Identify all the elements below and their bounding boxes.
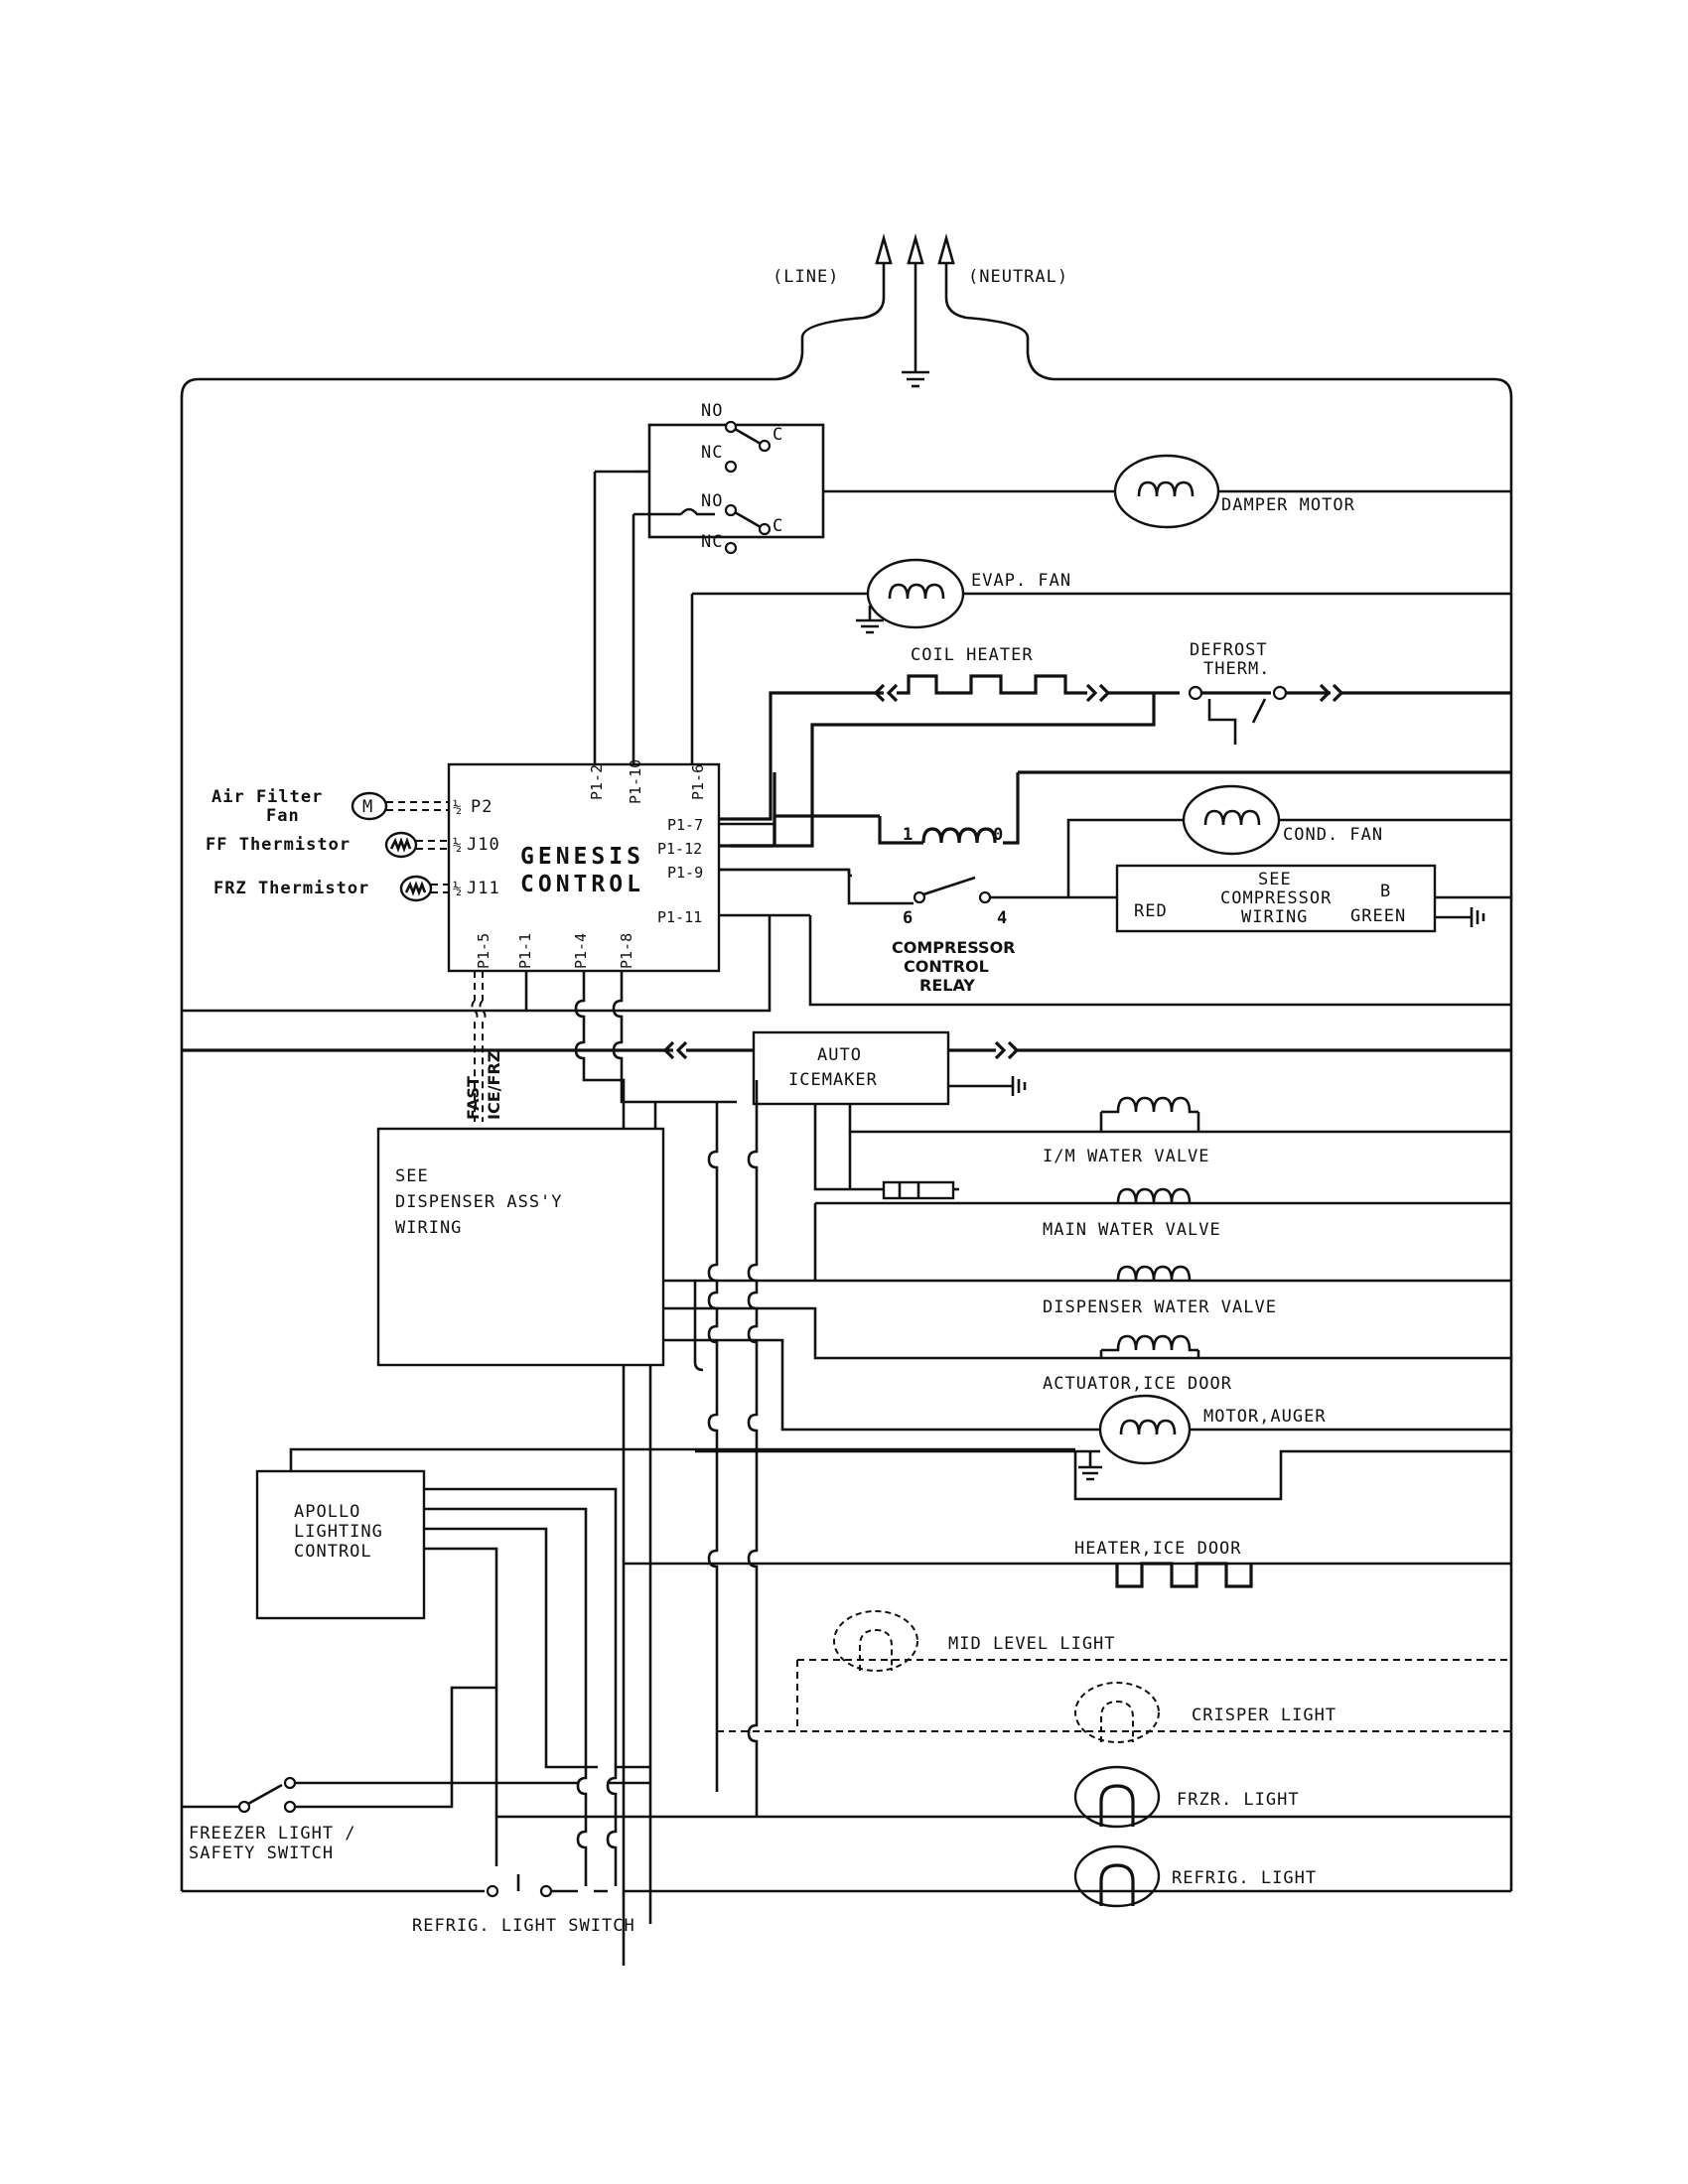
pin-p1-1: P1-1 <box>516 933 534 969</box>
evap-fan-label: EVAP. FAN <box>971 571 1071 591</box>
apollo-line-3: CONTROL <box>294 1542 372 1562</box>
pin-j10: J10 <box>467 835 500 855</box>
apollo-line-2: LIGHTING <box>294 1522 383 1542</box>
icemaker-line-1: AUTO <box>817 1045 862 1065</box>
pin-p1-11: P1-11 <box>657 908 702 926</box>
pin-p2: P2 <box>471 797 492 817</box>
see-compressor-3: WIRING <box>1241 907 1308 927</box>
heater-ice-door-label: HEATER,ICE DOOR <box>1074 1539 1242 1559</box>
damper-motor-label: DAMPER MOTOR <box>1221 495 1355 515</box>
pin-half-j11: ½ <box>453 880 462 897</box>
fast-label: FAST <box>464 1076 483 1120</box>
see-compressor-2: COMPRESSOR <box>1220 888 1332 908</box>
refrig-switch-label: REFRIG. LIGHT SWITCH <box>412 1916 635 1936</box>
nc1-label: NC <box>701 443 723 463</box>
pin-p1-4: P1-4 <box>572 933 590 969</box>
control-sensors: Air Filter Fan M FF Thermistor FRZ Therm… <box>206 787 449 902</box>
neutral-label: (NEUTRAL) <box>968 267 1068 287</box>
defrost-therm-label-2: THERM. <box>1203 659 1270 679</box>
see-compressor-1: SEE <box>1258 870 1292 889</box>
crisper-light-label: CRISPER LIGHT <box>1192 1706 1336 1725</box>
dispenser-line-2: DISPENSER ASS'Y <box>395 1192 563 1212</box>
compressor-relay: 1 0 6 4 COMPRESSOR CONTROL RELAY COND. F… <box>719 770 1511 995</box>
no2-label: NO <box>701 491 723 511</box>
dispenser-water-valve-label: DISPENSER WATER VALVE <box>1043 1297 1277 1317</box>
air-filter-label-1: Air Filter <box>211 787 323 807</box>
c2-label: C <box>773 516 783 536</box>
cond-fan-label: COND. FAN <box>1283 825 1383 845</box>
pin-p1-10: P1-10 <box>627 759 644 804</box>
ff-thermistor-label: FF Thermistor <box>206 835 351 855</box>
relay-label-3: RELAY <box>919 976 975 995</box>
relay-label-1: COMPRESSOR <box>892 938 1016 957</box>
relay-pin-6: 6 <box>903 908 914 928</box>
damper-motor: DAMPER MOTOR <box>1113 454 1355 529</box>
evap-fan: EVAP. FAN <box>690 558 1511 764</box>
frzr-light-label: FRZR. LIGHT <box>1177 1790 1300 1810</box>
frz-thermistor-label: FRZ Thermistor <box>213 879 369 898</box>
red-label: RED <box>1134 901 1168 921</box>
main-water-valve-label: MAIN WATER VALVE <box>1043 1220 1221 1240</box>
refrig-light-label: REFRIG. LIGHT <box>1172 1868 1317 1888</box>
pin-p1-2: P1-2 <box>588 764 606 800</box>
pin-p1-6: P1-6 <box>689 764 707 800</box>
valve-loads: I/M WATER VALVE MAIN WATER VALVE DISPENS… <box>663 1096 1511 1501</box>
heater-ice-door: HEATER,ICE DOOR <box>1074 1539 1253 1588</box>
apollo-line-1: APOLLO <box>294 1502 360 1522</box>
no1-label: NO <box>701 401 723 421</box>
pin-half-p2: ½ <box>453 798 462 816</box>
actuator-ice-door-label: ACTUATOR,ICE DOOR <box>1043 1374 1232 1394</box>
ice-frz-label: ICE/FRZ <box>485 1051 503 1120</box>
pin-p1-12: P1-12 <box>657 840 702 858</box>
apollo-lighting-control: APOLLO LIGHTING CONTROL <box>255 1447 1075 1886</box>
pin-p1-5: P1-5 <box>475 933 492 969</box>
relay-pin-0: 0 <box>993 825 1004 845</box>
defrost-circuit: COIL HEATER DEFROST THERM. <box>730 640 1511 848</box>
genesis-control: GENESIS CONTROL P1-2 P1-10 P1-6 P1-7 P1-… <box>447 759 721 973</box>
im-water-valve-label: I/M WATER VALVE <box>1043 1147 1210 1166</box>
pin-p1-8: P1-8 <box>618 933 635 969</box>
motor-auger-label: MOTOR,AUGER <box>1203 1407 1327 1427</box>
dispenser-line-1: SEE <box>395 1166 429 1186</box>
relay-pin-4: 4 <box>997 908 1008 928</box>
pin-half-j10: ½ <box>453 836 462 854</box>
pin-p1-7: P1-7 <box>667 816 703 834</box>
b-label: B <box>1380 882 1391 901</box>
pin-p1-9: P1-9 <box>667 864 703 882</box>
coil-heater-label: COIL HEATER <box>911 645 1034 665</box>
auto-icemaker: AUTO ICEMAKER <box>752 1030 1511 1200</box>
defrost-therm-label-1: DEFROST <box>1190 640 1268 660</box>
relay-label-2: CONTROL <box>904 957 989 976</box>
dispenser-line-3: WIRING <box>395 1218 462 1238</box>
air-filter-label-2: Fan <box>266 806 300 826</box>
control-name-2: CONTROL <box>520 872 644 897</box>
relay-pin-1: 1 <box>903 825 914 845</box>
nc2-label: NC <box>701 532 723 552</box>
freezer-switch-label-1: FREEZER LIGHT / <box>189 1824 356 1843</box>
icemaker-line-2: ICEMAKER <box>788 1070 878 1090</box>
light-switches: FREEZER LIGHT / SAFETY SWITCH REFRIG. LI… <box>182 1686 717 1936</box>
c1-label: C <box>773 425 783 445</box>
lights: MID LEVEL LIGHT CRISPER LIGHT FRZR. LIGH… <box>496 1610 1511 1908</box>
line-label: (LINE) <box>773 267 839 287</box>
control-bus: FAST ICE/FRZ <box>182 915 1511 1966</box>
green-label: GREEN <box>1350 906 1406 926</box>
bus-lines <box>624 1080 1511 1817</box>
mid-level-light-label: MID LEVEL LIGHT <box>948 1634 1116 1654</box>
power-supply: (LINE) (NEUTRAL) <box>180 233 1513 1891</box>
fan-motor-symbol: M <box>362 797 373 817</box>
pin-j11: J11 <box>467 879 500 898</box>
dispenser-assembly: SEE DISPENSER ASS'Y WIRING <box>376 1102 704 1924</box>
control-name-1: GENESIS <box>520 844 644 870</box>
freezer-switch-label-2: SAFETY SWITCH <box>189 1843 334 1863</box>
